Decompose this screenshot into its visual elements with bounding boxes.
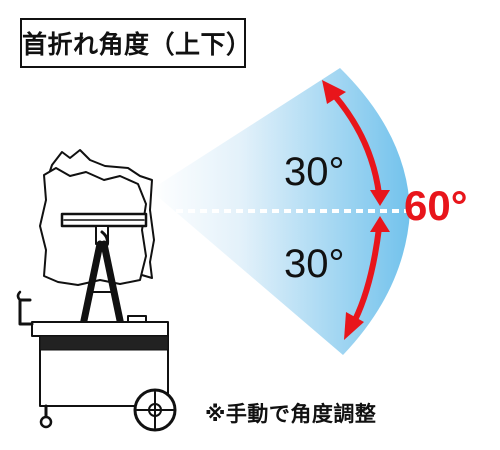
upper-angle-text: 30°	[284, 150, 345, 194]
note-text: ※手動で角度調整	[205, 402, 377, 426]
lower-angle-text: 30°	[284, 242, 345, 286]
monitor-on-cart-icon	[16, 149, 177, 432]
title-text: 首折れ角度（上下）	[22, 30, 252, 59]
upper-angle-arrow	[332, 93, 382, 197]
upper-angle-label: 30°	[284, 150, 345, 195]
curved-double-arrow-icon	[322, 80, 390, 340]
page-title: 首折れ角度（上下）	[20, 18, 252, 68]
manual-adjust-note: ※手動で角度調整	[205, 398, 376, 428]
total-angle-label: 60°	[404, 182, 468, 230]
lower-angle-label: 30°	[284, 242, 345, 287]
total-angle-text: 60°	[404, 182, 468, 229]
lower-angle-arrow	[352, 225, 382, 323]
tilt-range-fan	[150, 68, 410, 355]
